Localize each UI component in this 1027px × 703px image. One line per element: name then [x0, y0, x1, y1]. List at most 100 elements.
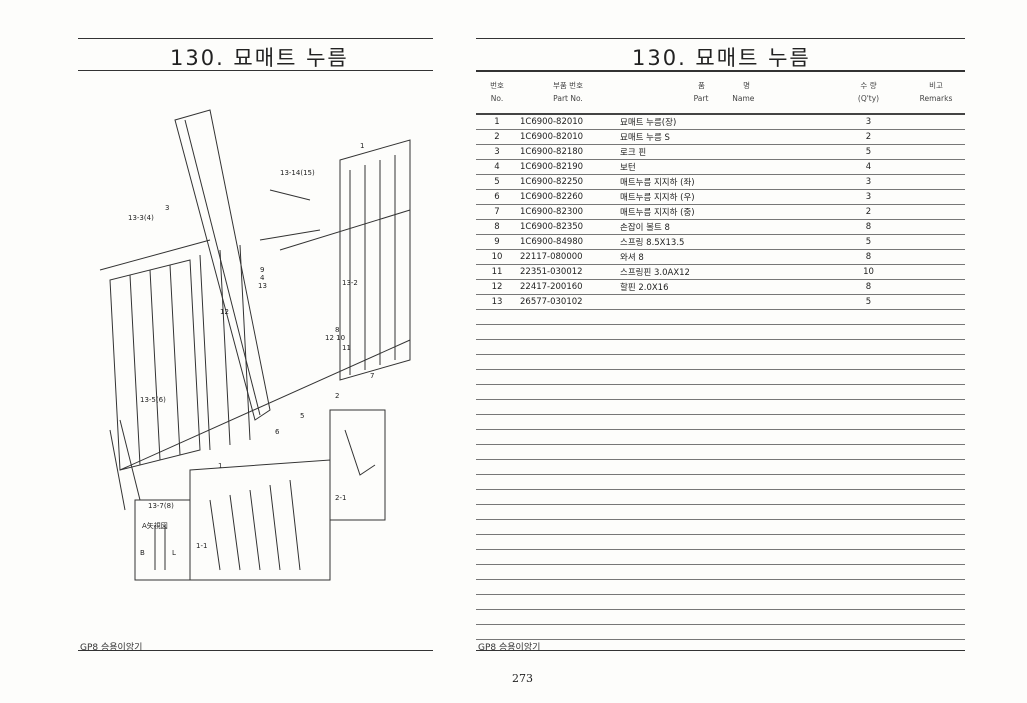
empty-cell: [907, 594, 965, 610]
empty-cell: [518, 384, 618, 400]
callout-13-2: 13-2: [342, 279, 358, 287]
empty-cell: [618, 504, 830, 520]
cell-remarks: [907, 204, 965, 220]
callout-13: 13: [258, 282, 267, 290]
cell-qty: 10: [830, 264, 907, 280]
empty-cell: [518, 399, 618, 415]
cell-no: 6: [476, 189, 518, 205]
cell-remarks: [907, 174, 965, 190]
empty-cell: [618, 579, 830, 595]
empty-cell: [518, 354, 618, 370]
empty-cell: [618, 474, 830, 490]
empty-cell: [518, 534, 618, 550]
callout-13-14: 13-14(15): [280, 169, 315, 177]
cell-name: 와셔 8: [618, 249, 830, 265]
empty-cell: [476, 309, 518, 325]
empty-cell: [518, 579, 618, 595]
empty-cell: [476, 444, 518, 460]
callout-7: 7: [370, 372, 374, 380]
empty-cell: [830, 594, 907, 610]
empty-table-row: [476, 324, 965, 340]
cell-name: 할핀 2.0X16: [618, 279, 830, 295]
empty-cell: [830, 579, 907, 595]
cell-part-no: 22117-080000: [518, 249, 618, 265]
empty-table-row: [476, 459, 965, 475]
empty-table-row: [476, 384, 965, 400]
empty-table-row: [476, 354, 965, 370]
callout-5: 5: [300, 412, 304, 420]
empty-cell: [618, 534, 830, 550]
header-qty-ko: 수 량: [860, 81, 877, 90]
title-rule-top: [78, 38, 433, 39]
empty-cell: [518, 609, 618, 625]
empty-cell: [830, 624, 907, 640]
empty-cell: [476, 459, 518, 475]
cell-no: 10: [476, 249, 518, 265]
callout-12-10: 12 10: [325, 334, 345, 342]
empty-cell: [618, 324, 830, 340]
cell-remarks: [907, 249, 965, 265]
empty-cell: [907, 339, 965, 355]
empty-cell: [907, 624, 965, 640]
cell-qty: 5: [830, 144, 907, 160]
cell-remarks: [907, 114, 965, 130]
callout-13-7: 13-7(8): [148, 502, 174, 510]
callout-11: 11: [342, 344, 351, 352]
empty-table-row: [476, 504, 965, 520]
empty-cell: [476, 489, 518, 505]
cell-name: 보턴: [618, 159, 830, 175]
empty-cell: [476, 624, 518, 640]
empty-table-row: [476, 444, 965, 460]
empty-cell: [476, 474, 518, 490]
cell-qty: 4: [830, 159, 907, 175]
header-name-en-1: Part: [693, 94, 709, 103]
empty-cell: [618, 399, 830, 415]
empty-cell: [518, 504, 618, 520]
cell-part-no: 1C6900-82190: [518, 159, 618, 175]
empty-cell: [518, 489, 618, 505]
empty-table-row: [476, 519, 965, 535]
empty-cell: [618, 519, 830, 535]
empty-cell: [907, 519, 965, 535]
empty-cell: [907, 474, 965, 490]
page-number: 273: [512, 672, 533, 685]
cell-remarks: [907, 294, 965, 310]
cell-qty: 2: [830, 204, 907, 220]
cell-name: 손잡이 볼트 8: [618, 219, 830, 235]
empty-cell: [476, 414, 518, 430]
cell-part-no: 1C6900-82010: [518, 129, 618, 145]
empty-cell: [907, 609, 965, 625]
callout-a-view: A矢視図: [142, 521, 168, 530]
empty-cell: [907, 414, 965, 430]
empty-cell: [830, 534, 907, 550]
empty-cell: [907, 564, 965, 580]
empty-cell: [518, 624, 618, 640]
cell-part-no: 1C6900-82180: [518, 144, 618, 160]
cell-remarks: [907, 144, 965, 160]
empty-cell: [830, 609, 907, 625]
cell-no: 12: [476, 279, 518, 295]
empty-cell: [476, 384, 518, 400]
callout-8: 8: [335, 326, 339, 334]
empty-cell: [618, 624, 830, 640]
empty-cell: [476, 534, 518, 550]
empty-cell: [618, 429, 830, 445]
callout-2-1: 2-1: [335, 494, 346, 502]
callout-1-lower: 1: [218, 462, 222, 470]
empty-table-row: [476, 399, 965, 415]
empty-cell: [907, 399, 965, 415]
callout-6: 6: [275, 428, 280, 436]
cell-no: 13: [476, 294, 518, 310]
callout-13-5: 13-5(6): [140, 396, 166, 404]
empty-cell: [518, 309, 618, 325]
empty-cell: [476, 369, 518, 385]
empty-table-row: [476, 579, 965, 595]
cell-qty: 8: [830, 279, 907, 295]
